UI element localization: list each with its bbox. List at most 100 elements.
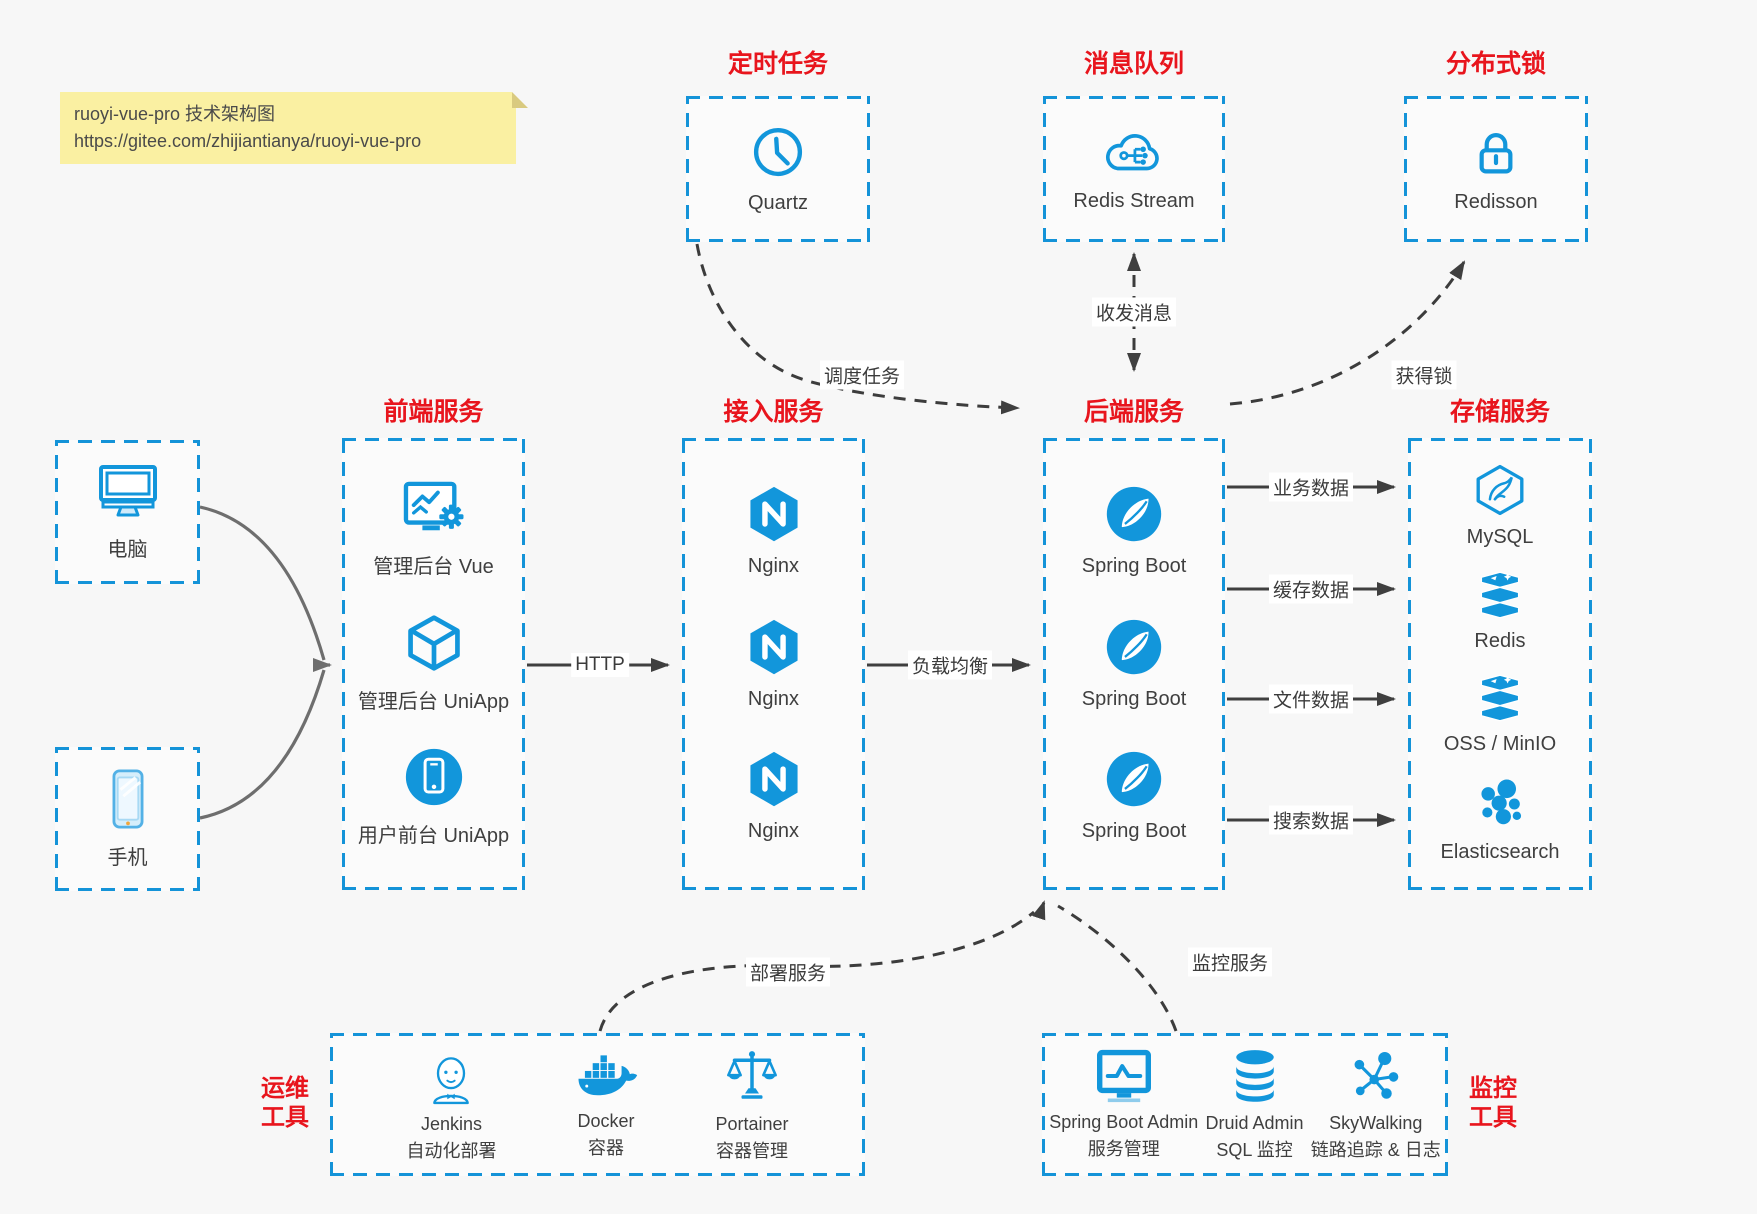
node-druid: Druid Admin SQL 监控 [1206, 1048, 1304, 1162]
node-label: Redisson [1454, 190, 1538, 213]
tool-desc: SQL 监控 [1216, 1139, 1293, 1160]
node-label: Elasticsearch [1440, 840, 1560, 863]
tool-name: Druid Admin [1205, 1112, 1304, 1133]
tool-desc: 自动化部署 [406, 1140, 497, 1161]
tool-name: SkyWalking [1329, 1112, 1423, 1133]
pc-box: 电脑 [55, 440, 200, 584]
tool-name: Portainer [715, 1113, 789, 1134]
frontend-box: 管理后台 Vue 管理后台 UniApp 用户前台 UniApp [342, 438, 525, 890]
node-spring-3: Spring Boot [1081, 750, 1187, 843]
node-redis: Redis [1473, 570, 1527, 653]
edge-label-schedule: 调度任务 [819, 360, 905, 390]
title-backend: 后端服务 [1083, 398, 1184, 426]
node-jenkins: Jenkins 自动化部署 [406, 1047, 496, 1163]
edge-label-deploy: 部署服务 [745, 957, 831, 987]
node-spring-2: Spring Boot [1081, 618, 1187, 711]
node-label: 用户前台 UniApp [357, 825, 510, 848]
cube-icon [404, 613, 464, 678]
title-gateway: 接入服务 [723, 398, 824, 426]
nginx-icon [745, 485, 803, 548]
node-label: Nginx [747, 819, 800, 842]
edge-label-monitor: 监控服务 [1187, 947, 1273, 977]
tool-desc: 容器 [587, 1137, 624, 1158]
redis-stack-icon [1473, 570, 1527, 625]
oss-stack-icon [1473, 673, 1527, 728]
node-elasticsearch: Elasticsearch [1440, 777, 1560, 864]
edge-label-load-balance: 负载均衡 [907, 650, 993, 680]
phone-to-frontend-curve [199, 669, 326, 820]
backend-box: Spring Boot Spring Boot Spring Boot [1043, 438, 1225, 890]
spring-boot-icon [1105, 485, 1163, 548]
elasticsearch-icon [1473, 777, 1527, 836]
node-docker: Docker 容器 [573, 1050, 639, 1160]
node-mysql: MySQL [1466, 464, 1534, 549]
tool-name: Docker [577, 1110, 635, 1131]
node-label: 电脑 [107, 538, 148, 561]
lock-icon [1469, 125, 1523, 184]
scheduler-box: Quartz [686, 96, 870, 242]
smartphone-icon [109, 768, 147, 834]
mysql-icon [1473, 464, 1527, 521]
node-label: Redis Stream [1073, 189, 1195, 212]
title-frontend: 前端服务 [383, 398, 484, 426]
node-label: MySQL [1466, 526, 1534, 549]
sticky-note: ruoyi-vue-pro 技术架构图 https://gitee.com/zh… [60, 92, 528, 164]
note-url: https://gitee.com/zhijiantianya/ruoyi-vu… [74, 131, 422, 151]
node-pc: 电脑 [96, 463, 160, 562]
node-label: 手机 [107, 846, 148, 869]
nginx-icon [745, 750, 803, 813]
edge-label-http: HTTP [571, 653, 629, 677]
database-icon [1230, 1048, 1280, 1109]
title-lock: 分布式锁 [1445, 50, 1546, 78]
node-skywalking: SkyWalking 链路追踪 & 日志 [1311, 1048, 1441, 1162]
edge-label-message: 收发消息 [1091, 297, 1177, 327]
mq-box: Redis Stream [1043, 96, 1225, 242]
storage-box: MySQL Redis [1408, 438, 1592, 890]
title-storage: 存储服务 [1449, 398, 1550, 426]
molecule-network-icon [1348, 1048, 1404, 1109]
node-spring-1: Spring Boot [1081, 485, 1187, 578]
node-label: Spring Boot [1081, 819, 1187, 842]
nginx-icon [745, 618, 803, 681]
node-label: Spring Boot [1081, 687, 1187, 710]
admin-dashboard-icon [401, 480, 467, 543]
devops-box: Jenkins 自动化部署 Docker 容器 [330, 1033, 865, 1176]
tool-desc: 容器管理 [715, 1140, 788, 1161]
node-label: Nginx [747, 687, 800, 710]
node-nginx-1: Nginx [745, 485, 803, 578]
title-monitor-tools: 监控 工具 [1469, 1075, 1517, 1131]
node-label: OSS / MinIO [1443, 733, 1557, 756]
mobile-app-icon [404, 747, 464, 812]
node-quartz: Quartz [748, 124, 808, 215]
node-label: 管理后台 UniApp [357, 690, 510, 713]
monitor-chart-icon [1095, 1049, 1153, 1108]
node-redisson: Redisson [1454, 125, 1538, 214]
deploy-monitor-arrowhead [1031, 900, 1046, 921]
jenkins-icon [425, 1047, 477, 1110]
tool-name: Spring Boot Admin [1049, 1111, 1199, 1132]
edge-label-get-lock: 获得锁 [1391, 360, 1457, 390]
node-label: Quartz [747, 191, 809, 214]
node-label: Nginx [747, 555, 800, 578]
title-scheduler: 定时任务 [727, 50, 828, 78]
monitor-box: Spring Boot Admin 服务管理 Druid Admin SQL 监… [1042, 1033, 1448, 1176]
spring-boot-icon [1105, 750, 1163, 813]
node-label: Redis [1474, 629, 1526, 652]
tool-desc: 链路追踪 & 日志 [1310, 1139, 1441, 1160]
gateway-box: Nginx Nginx Nginx [682, 438, 865, 890]
title-devops-tools: 运维 工具 [261, 1075, 309, 1131]
edge-label-file-data: 文件数据 [1268, 684, 1354, 714]
edge-label-biz-data: 业务数据 [1268, 472, 1354, 502]
node-admin-uniapp: 管理后台 UniApp [358, 613, 509, 714]
node-label: Spring Boot [1081, 555, 1187, 578]
node-label: 管理后台 Vue [373, 555, 494, 578]
edge-label-cache-data: 缓存数据 [1268, 574, 1354, 604]
monitor-curve [1057, 904, 1178, 1032]
clock-icon [750, 124, 806, 185]
scales-icon [724, 1047, 780, 1110]
node-portainer: Portainer 容器管理 [715, 1047, 789, 1163]
node-oss: OSS / MinIO [1444, 673, 1556, 756]
node-sba: Spring Boot Admin 服务管理 [1049, 1049, 1198, 1161]
lock-box: Redisson [1404, 96, 1588, 242]
